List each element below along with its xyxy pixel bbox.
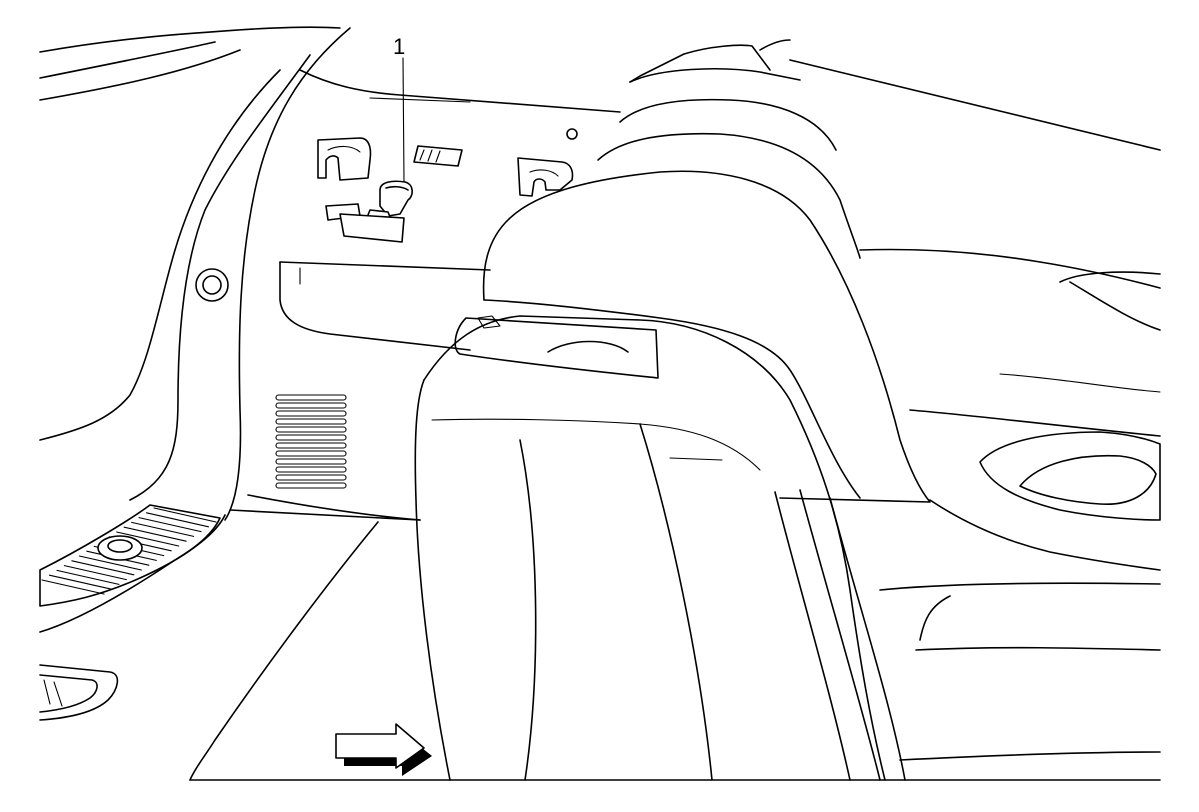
headrest [482,39,931,503]
plate-rib [131,521,195,537]
vent-louver [275,482,347,489]
callout-1: 1 [393,34,405,183]
seatback-latch [454,315,659,379]
vent-louver [275,458,347,465]
vent-louver [275,394,347,401]
vent-louver [275,466,347,473]
plate-rib [123,526,187,542]
vent-louver [275,442,347,449]
cargo-hook-left [317,137,372,181]
plate-rib [48,574,113,590]
cargo-floor [39,509,1161,781]
plate-rib [145,512,210,528]
round-fastener [195,268,229,302]
headliner-lines [39,26,341,101]
cargo-hook-right [517,157,574,197]
callout-1-label: 1 [393,34,405,59]
rear-seatback [414,315,906,781]
floor-handle [39,664,119,721]
vent-louver [275,402,347,409]
forward-arrow-icon [335,723,432,776]
plate-rib [56,569,120,585]
door-handle-recess [979,431,1161,521]
trim-vent [275,394,347,489]
plate-rib [153,507,217,523]
plate-rib [41,579,105,595]
plate-rib [116,531,180,547]
quarter-trim-panel [247,69,621,521]
small-fastener [566,128,578,140]
plate-rib [78,555,142,571]
vent-louver [275,474,347,481]
vent-louver [275,410,347,417]
c-pillar-trim [39,27,351,521]
plate-rib [63,565,127,581]
plate-rib [71,560,135,576]
vent-louver [275,450,347,457]
vent-louver [275,434,347,441]
vent-louver [275,418,347,425]
plate-rib [138,517,202,533]
seat-release-handle [325,180,413,243]
trim-slot [413,145,463,167]
tie-down-plate [39,504,221,607]
front-seat-area [789,59,1161,761]
vent-louver [275,426,347,433]
